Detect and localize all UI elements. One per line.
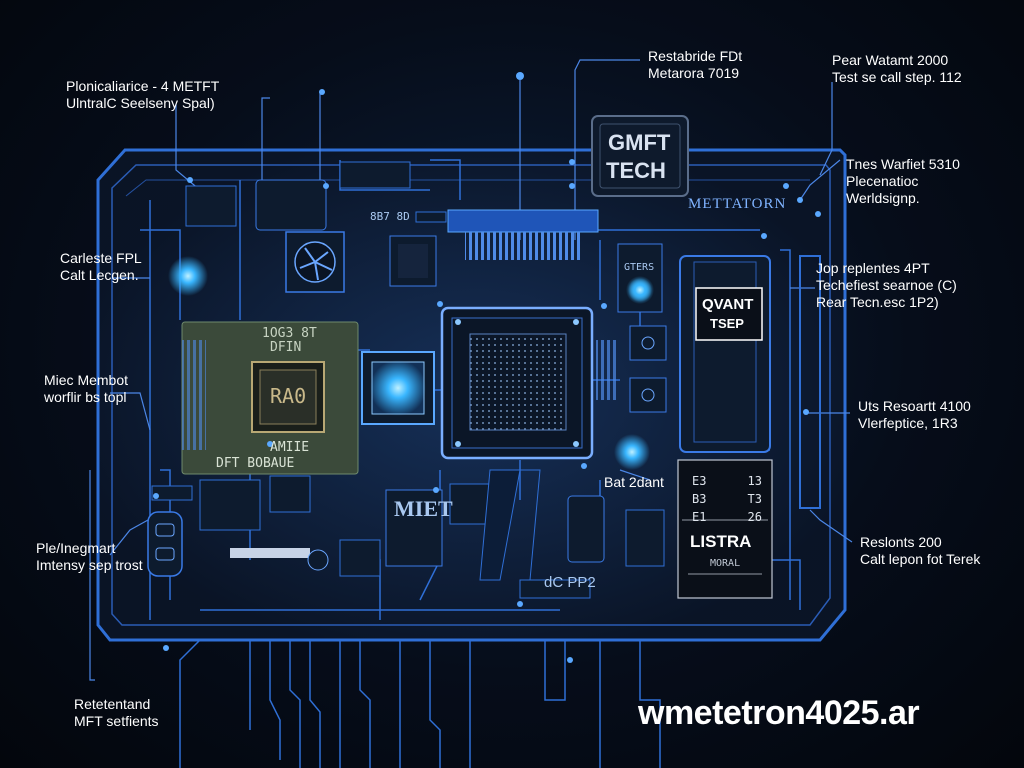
callout-line: Werldsignp.: [846, 190, 920, 206]
callout-line: worflir bs topl: [44, 389, 127, 405]
listra-footer: MORAL: [710, 558, 741, 569]
ram-label-top: 1OG3 8T: [262, 326, 317, 341]
ram-label-sub: DFIN: [270, 340, 302, 355]
board-number-label: 8B7 8D: [370, 210, 410, 223]
main-cpu: [440, 306, 616, 460]
callout-line: Techefiest searnoe (C): [816, 277, 957, 293]
callout-line: Jop replentes 4PT: [816, 260, 930, 276]
callout-line: Pear Watamt 2000: [832, 52, 949, 68]
listra-cell: B3: [692, 492, 707, 506]
callout-line: UlntralC Seelseny Spal): [66, 95, 215, 111]
callout-line: Calt lepon fot Terek: [860, 551, 981, 567]
callout-left-3: Ple/Inegmart Imtensy sep trost: [36, 540, 143, 574]
watermark-text: wmetetron4025.ar: [638, 694, 920, 732]
ram-core-label: RA0: [270, 384, 307, 408]
module-label-1: QVANT: [702, 296, 754, 313]
callout-line: Reslonts 200: [860, 534, 942, 550]
glow-processor: [361, 351, 435, 425]
callout-line: Rear Tecn.esc 1P2): [816, 294, 939, 310]
ram-label-bottom-1: AMIIE: [270, 440, 310, 455]
callout-right-2: Jop replentes 4PT Techefiest searnoe (C)…: [816, 260, 957, 311]
callout-line: Restabride FDt: [648, 48, 743, 64]
callout-right-4: Reslonts 200 Calt lepon fot Terek: [860, 534, 980, 568]
listra-title: LISTRA: [690, 532, 752, 551]
callout-line: Retetentand: [74, 696, 151, 712]
module-label-2: TSEP: [710, 316, 744, 331]
small-ic-label: GTERS: [624, 262, 655, 273]
callout-line: MFT setfients: [74, 713, 159, 729]
callout-left-2: Miec Membot worflir bs topl: [44, 372, 128, 406]
listra-cell: E1: [692, 510, 707, 524]
callout-bat: Bat 2dant: [604, 474, 664, 490]
listra-row: E3 13: [692, 474, 762, 492]
callout-line: Carleste FPL: [60, 250, 142, 266]
callout-right-3: Uts Resoartt 4100 Vlerfeptice, 1R3: [858, 398, 971, 432]
fan-component: [285, 231, 345, 293]
callout-line: Ple/Inegmart: [36, 540, 116, 556]
callout-line: Test se call step. 112: [832, 69, 962, 85]
glow-leds: [168, 256, 654, 470]
listra-rows: E3 13 B3 T3 E1 26: [692, 474, 762, 528]
callout-top-right: Pear Watamt 2000 Test se call step. 112: [832, 52, 962, 86]
logo-chip-top: GMFT: [608, 130, 671, 155]
small-ic-top: [389, 235, 437, 287]
quant-module: [679, 255, 821, 509]
bottom-components: [147, 469, 665, 599]
node-dots: [153, 72, 821, 663]
callout-line: Uts Resoartt 4100: [858, 398, 971, 414]
top-components: [185, 161, 447, 231]
callout-right-1: Tnes Warfiet 5310 Plecenatioc Werldsignp…: [846, 156, 960, 207]
brand-label: METTATORN: [688, 196, 787, 212]
gmft-logo-chip: [591, 115, 689, 197]
side-ics: [629, 325, 667, 413]
listra-row: E1 26: [692, 510, 762, 528]
callout-line: Miec Membot: [44, 372, 129, 388]
listra-panel: [677, 459, 773, 599]
ram-label-bottom-2: DFT BOBAUE: [216, 456, 295, 471]
listra-cell: 13: [747, 474, 762, 488]
bottom-exit-traces: [179, 639, 661, 768]
callout-top-center: Restabride FDt Metarora 7019: [648, 48, 742, 82]
callout-line: Plecenatioc: [846, 173, 919, 189]
callout-line: Imtensy sep trost: [36, 557, 143, 573]
bottom-code-label: dC PP2: [544, 574, 596, 591]
listra-cell: T3: [747, 492, 762, 506]
callout-bottom-left: Retetentand MFT setfients: [74, 696, 159, 730]
logo-chip-bottom: TECH: [606, 158, 666, 183]
mfet-label: MIET: [394, 496, 453, 521]
callout-line: Vlerfeptice, 1R3: [858, 415, 958, 431]
listra-cell: E3: [692, 474, 707, 488]
callout-line: Calt Lecgen.: [60, 267, 139, 283]
callout-left-1: Carleste FPL Calt Lecgen.: [60, 250, 142, 284]
pin-header: [447, 209, 599, 260]
callout-line: Tnes Warfiet 5310: [846, 156, 960, 172]
callout-top-left: Plonicaliarice - 4 METFT UlntralC Seelse…: [66, 78, 219, 112]
ram-module: [181, 321, 359, 475]
listra-cell: 26: [747, 510, 762, 524]
callout-line: Metarora 7019: [648, 65, 740, 81]
leader-lines: [89, 59, 853, 681]
listra-row: B3 T3: [692, 492, 762, 510]
callout-line: Plonicaliarice - 4 METFT: [66, 78, 220, 94]
